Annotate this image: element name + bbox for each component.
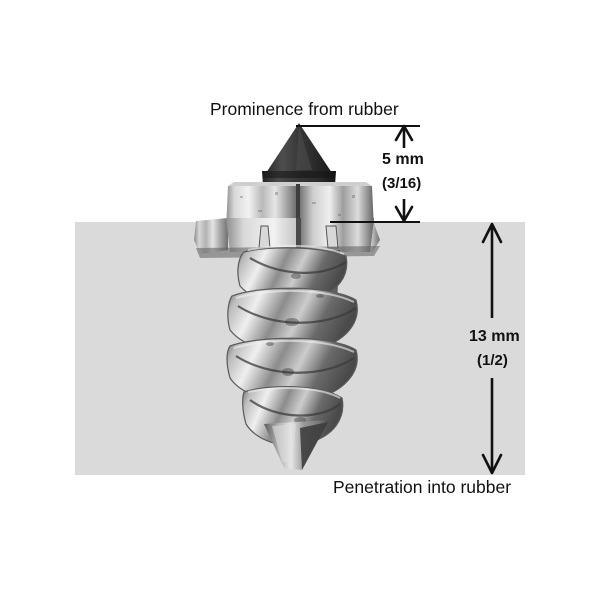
screw-point-highlight xyxy=(272,424,296,462)
arrow-down-icon xyxy=(394,199,414,223)
thread-grooves xyxy=(235,257,357,417)
carbide-collar-shadow xyxy=(262,171,336,178)
thread-highlights xyxy=(233,244,355,399)
flange-seam xyxy=(296,218,301,252)
hex-body-seam xyxy=(296,184,300,232)
carbide-cone xyxy=(266,123,332,173)
screw-threads xyxy=(226,244,358,446)
screw-point-dark xyxy=(300,422,328,470)
arrow-up-icon xyxy=(394,124,414,148)
arrow-up-icon xyxy=(481,222,503,318)
prominence-top-leader-line xyxy=(296,125,420,127)
stud-group xyxy=(194,123,380,470)
penetration-dimension-imperial: (1/2) xyxy=(477,352,508,369)
prominence-bottom-leader-line xyxy=(330,221,420,223)
prominence-dimension-value: 5 mm xyxy=(382,151,424,168)
thread-texture xyxy=(266,273,324,423)
screw-point xyxy=(264,420,328,470)
carbide-cone-highlight xyxy=(296,126,312,170)
arrow-down-icon xyxy=(481,378,503,475)
prominence-dimension-imperial: (3/16) xyxy=(382,175,422,192)
flange-left-wing xyxy=(194,218,228,254)
penetration-dimension-value: 13 mm xyxy=(469,328,520,345)
prominence-label: Prominence from rubber xyxy=(210,99,399,119)
penetration-label: Penetration into rubber xyxy=(333,477,512,497)
